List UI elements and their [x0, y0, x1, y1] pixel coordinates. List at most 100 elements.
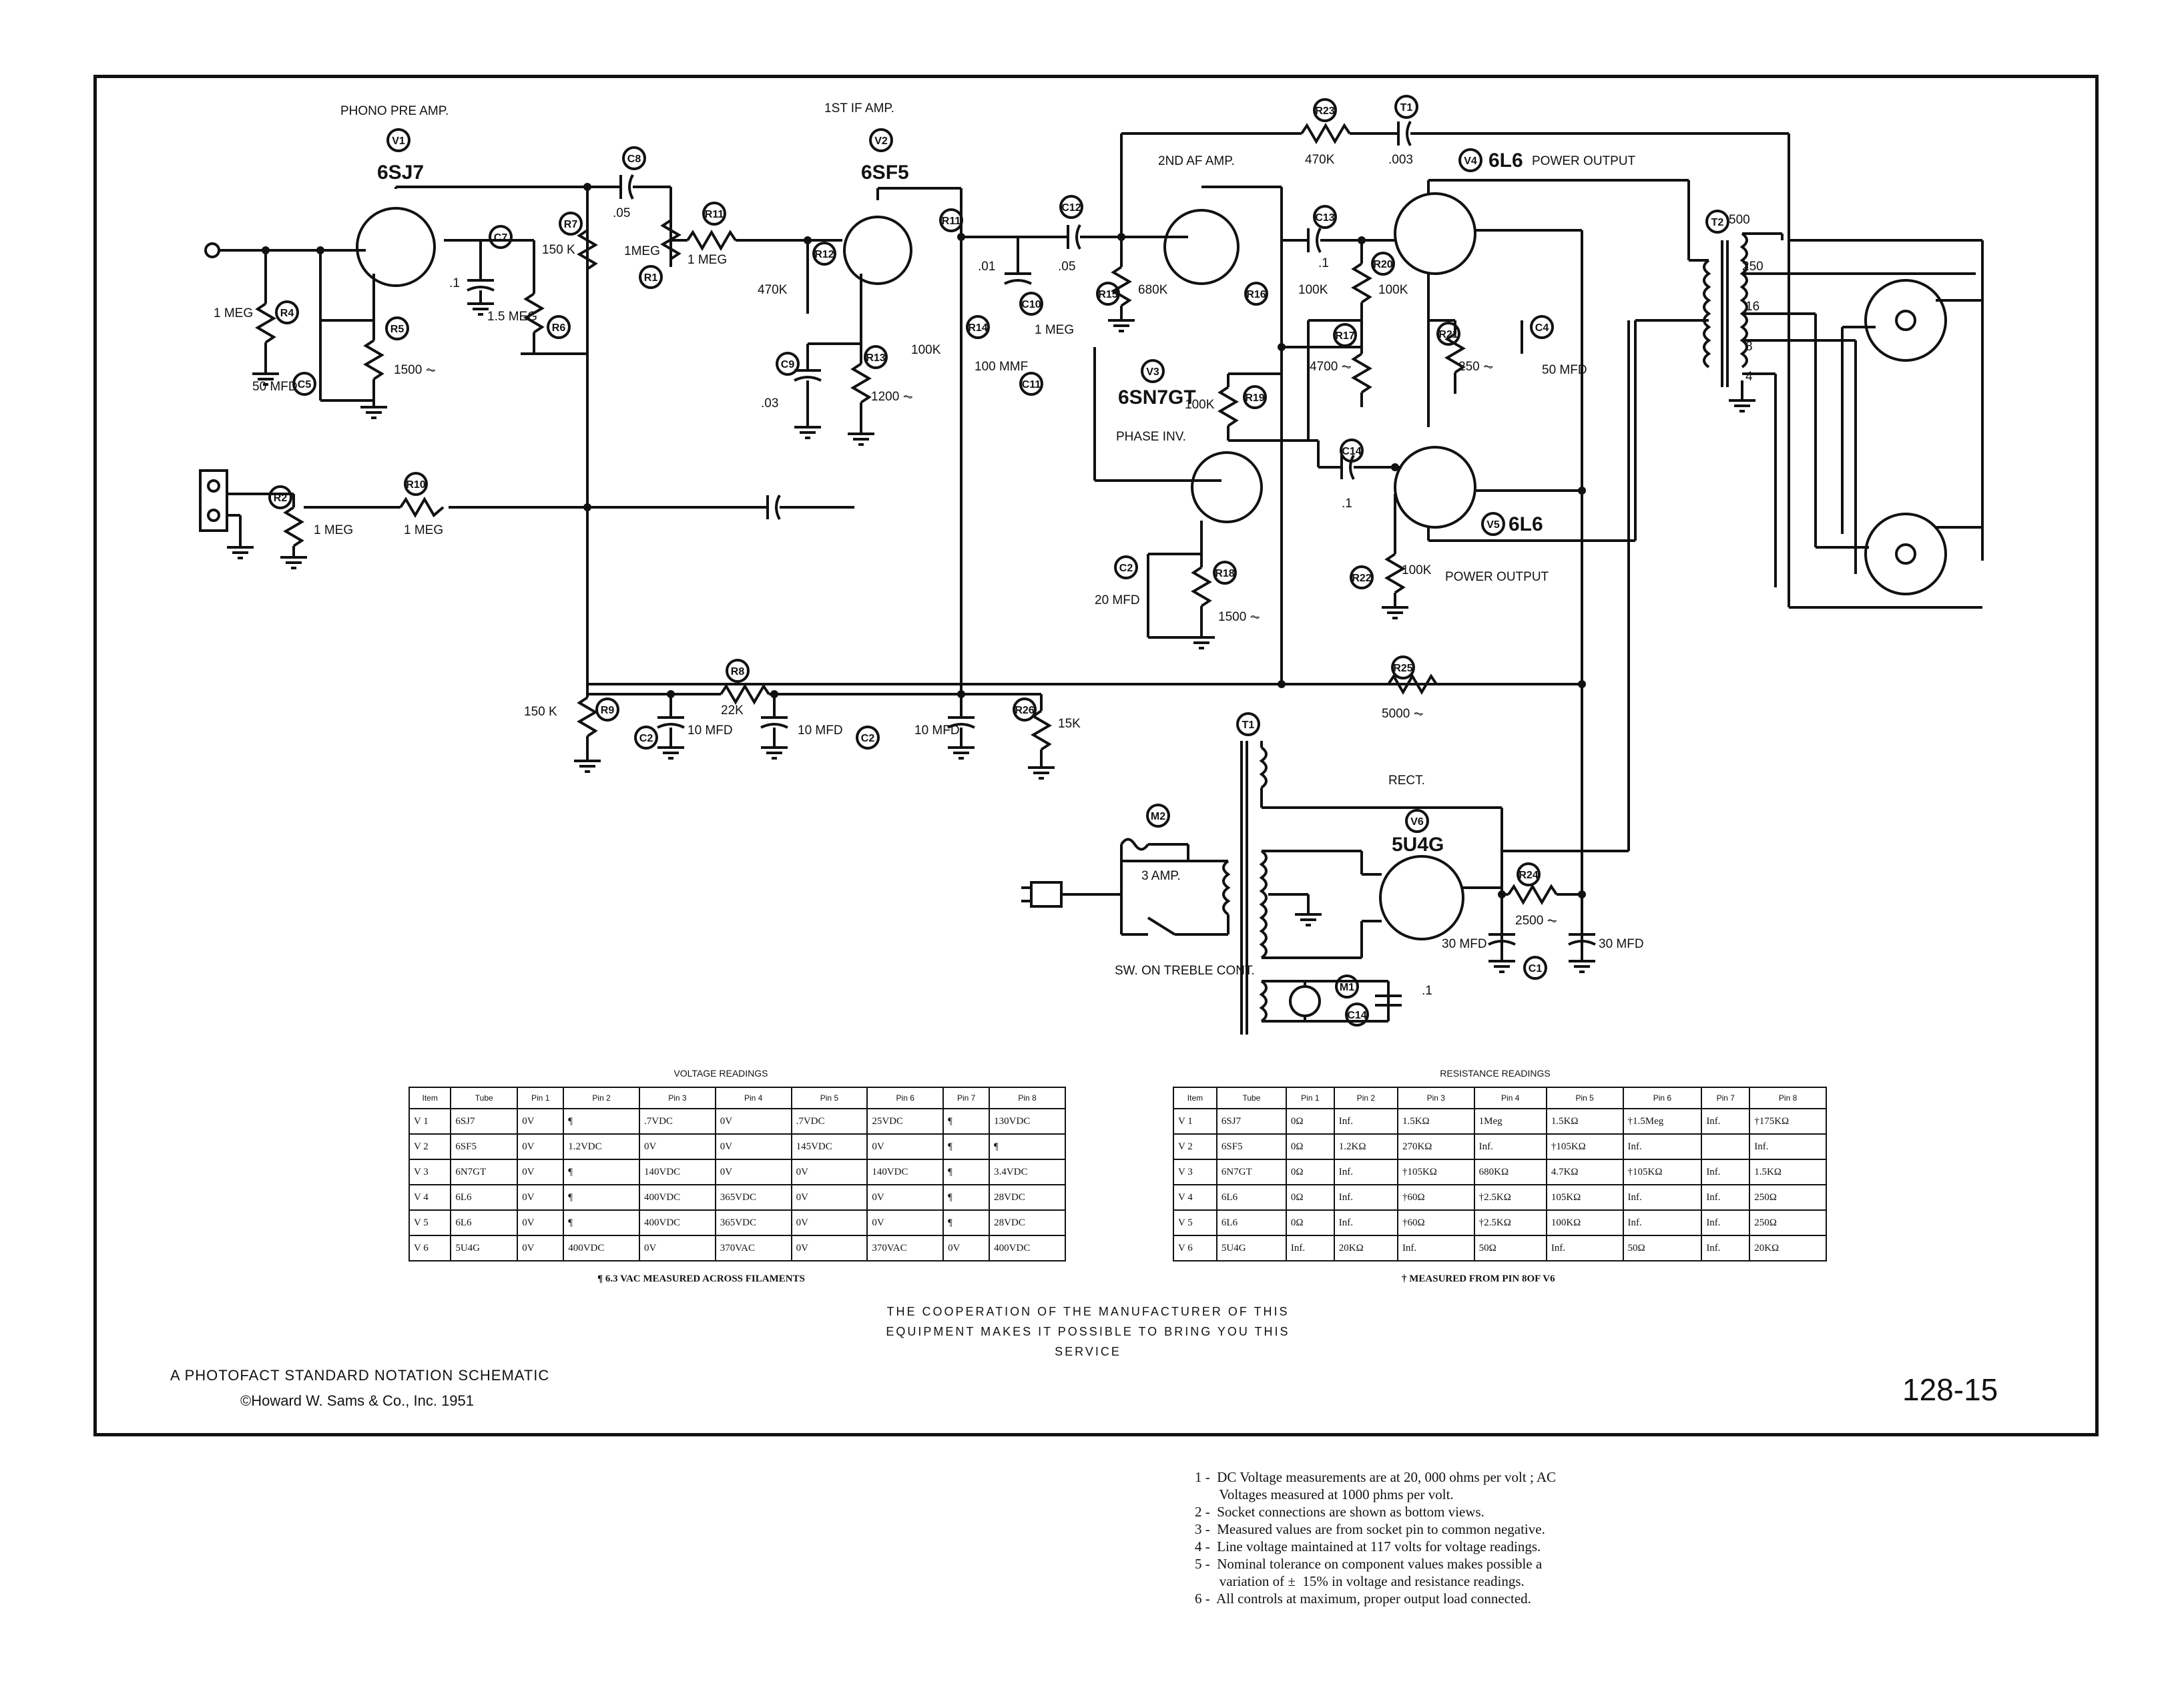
svg-text:V3: V3 — [1146, 366, 1159, 378]
svg-text:5000 ⏦: 5000 ⏦ — [1382, 707, 1424, 721]
svg-text:C2: C2 — [861, 733, 875, 744]
table-cell: 6N7GT — [450, 1159, 519, 1185]
table-cell: Inf. — [1473, 1133, 1547, 1160]
svg-text:T2: T2 — [1711, 217, 1724, 228]
svg-text:100 MMF: 100 MMF — [975, 360, 1028, 374]
table-cell: Inf. — [1701, 1235, 1751, 1261]
table-cell: 0V — [790, 1235, 868, 1261]
table-cell: Inf. — [1333, 1159, 1398, 1185]
table-cell: Inf. — [1333, 1108, 1398, 1135]
svg-text:250 ⏦: 250 ⏦ — [1458, 360, 1494, 374]
table-cell: ¶ — [563, 1159, 640, 1185]
svg-text:R15: R15 — [1098, 289, 1117, 300]
table-cell: 0V — [517, 1108, 565, 1135]
table-cell: 0V — [517, 1159, 565, 1185]
svg-text:R26: R26 — [1015, 705, 1034, 716]
table-cell: V 1 — [408, 1108, 452, 1135]
table-cell: V 5 — [408, 1209, 452, 1236]
table-cell: 0Ω — [1285, 1184, 1335, 1211]
svg-text:30 MFD: 30 MFD — [1599, 937, 1644, 951]
svg-text:1 MEG: 1 MEG — [404, 523, 443, 537]
tube-v5-type: 6L6 — [1509, 513, 1543, 535]
svg-text:1500 ⏦: 1500 ⏦ — [1218, 610, 1260, 624]
svg-text:R5: R5 — [390, 324, 404, 335]
voltage-table-footnote: ¶ 6.3 VAC MEASURED ACROSS FILAMENTS — [597, 1274, 805, 1284]
col-header: Pin 3 — [1396, 1087, 1475, 1109]
svg-text:470K: 470K — [1305, 153, 1335, 167]
table-cell: 400VDC — [563, 1235, 640, 1261]
ground-symbols — [227, 302, 1755, 973]
table-cell: Inf. — [1701, 1108, 1751, 1135]
col-header: Pin 6 — [866, 1087, 944, 1109]
col-header: Tube — [450, 1087, 519, 1109]
table-cell: 680KΩ — [1473, 1159, 1547, 1185]
col-header: Pin 7 — [1701, 1087, 1751, 1109]
svg-text:500: 500 — [1729, 213, 1750, 227]
svg-text:R22: R22 — [1352, 573, 1371, 584]
svg-text:2500 ⏦: 2500 ⏦ — [1515, 914, 1557, 928]
table-header-row: Item Tube Pin 1 Pin 2 Pin 3 Pin 4 Pin 5 … — [1173, 1087, 1827, 1109]
schematic-frame — [93, 75, 2099, 1436]
col-header: Pin 4 — [714, 1087, 792, 1109]
table-cell: †2.5KΩ — [1473, 1184, 1547, 1211]
table-cell: Inf. — [1333, 1184, 1398, 1211]
col-header: Pin 1 — [517, 1087, 565, 1109]
label-rect: RECT. — [1388, 774, 1425, 788]
svg-text:.1: .1 — [1342, 497, 1352, 511]
table-cell: 50Ω — [1622, 1235, 1703, 1261]
svg-text:R18: R18 — [1215, 568, 1234, 579]
table-cell: ¶ — [989, 1133, 1066, 1160]
svg-text:R21: R21 — [1438, 329, 1458, 340]
sheet-number: 128-15 — [1902, 1372, 1998, 1407]
table-cell: Inf. — [1701, 1209, 1751, 1236]
copyright-notice: ©Howard W. Sams & Co., Inc. 1951 — [240, 1392, 475, 1409]
svg-text:10 MFD: 10 MFD — [798, 724, 843, 738]
svg-text:680K: 680K — [1138, 283, 1168, 297]
table-cell: †1.5Meg — [1622, 1108, 1703, 1135]
svg-text:100K: 100K — [911, 343, 941, 357]
svg-text:100K: 100K — [1185, 398, 1215, 412]
note-line: 3 - Measured values are from socket pin … — [1195, 1521, 1545, 1537]
svg-text:R23: R23 — [1315, 105, 1334, 117]
svg-text:C1: C1 — [1529, 963, 1543, 974]
table-cell: 370VAC — [714, 1235, 792, 1261]
cooperation-text: THE COOPERATION OF THE MANUFACTURER OF T… — [854, 1302, 1322, 1362]
svg-text:C9: C9 — [781, 359, 795, 370]
table-cell: 145VDC — [790, 1133, 868, 1160]
label-phase-inv: PHASE INV. — [1116, 430, 1186, 444]
table-cell: 0V — [790, 1159, 868, 1185]
svg-text:.05: .05 — [613, 206, 630, 220]
svg-text:16: 16 — [1745, 300, 1759, 314]
svg-text:R16: R16 — [1246, 289, 1266, 300]
col-header: Pin 1 — [1285, 1087, 1335, 1109]
table-cell: V 3 — [408, 1159, 452, 1185]
table-cell: V 3 — [1173, 1159, 1217, 1185]
table-cell: 1.5KΩ — [1749, 1159, 1827, 1185]
svg-text:R13: R13 — [866, 352, 885, 364]
label-2nd-af-amp: 2ND AF AMP. — [1158, 154, 1235, 168]
svg-text:8: 8 — [1745, 340, 1753, 354]
note-line: 2 - Socket connections are shown as bott… — [1195, 1504, 1484, 1520]
svg-text:.1: .1 — [1318, 256, 1329, 270]
table-cell: ¶ — [563, 1209, 640, 1236]
table-cell: V 6 — [408, 1235, 452, 1261]
table-cell: 400VDC — [639, 1209, 716, 1236]
table-cell: 0V — [517, 1209, 565, 1236]
svg-text:V4: V4 — [1464, 156, 1477, 167]
table-cell: ¶ — [563, 1184, 640, 1211]
col-header: Pin 2 — [1333, 1087, 1398, 1109]
table-cell: Inf. — [1545, 1235, 1624, 1261]
note-line: 1 - DC Voltage measurements are at 20, 0… — [1195, 1469, 1557, 1485]
table-cell: 25VDC — [866, 1108, 944, 1135]
svg-text:V2: V2 — [874, 135, 888, 147]
table-cell: 0V — [866, 1209, 944, 1236]
svg-text:R9: R9 — [601, 705, 615, 716]
col-header: Pin 7 — [942, 1087, 991, 1109]
col-header: Pin 5 — [1545, 1087, 1624, 1109]
table-cell: 0V — [714, 1159, 792, 1185]
svg-text:50 MFD: 50 MFD — [252, 380, 298, 394]
svg-text:100K: 100K — [1298, 283, 1328, 297]
